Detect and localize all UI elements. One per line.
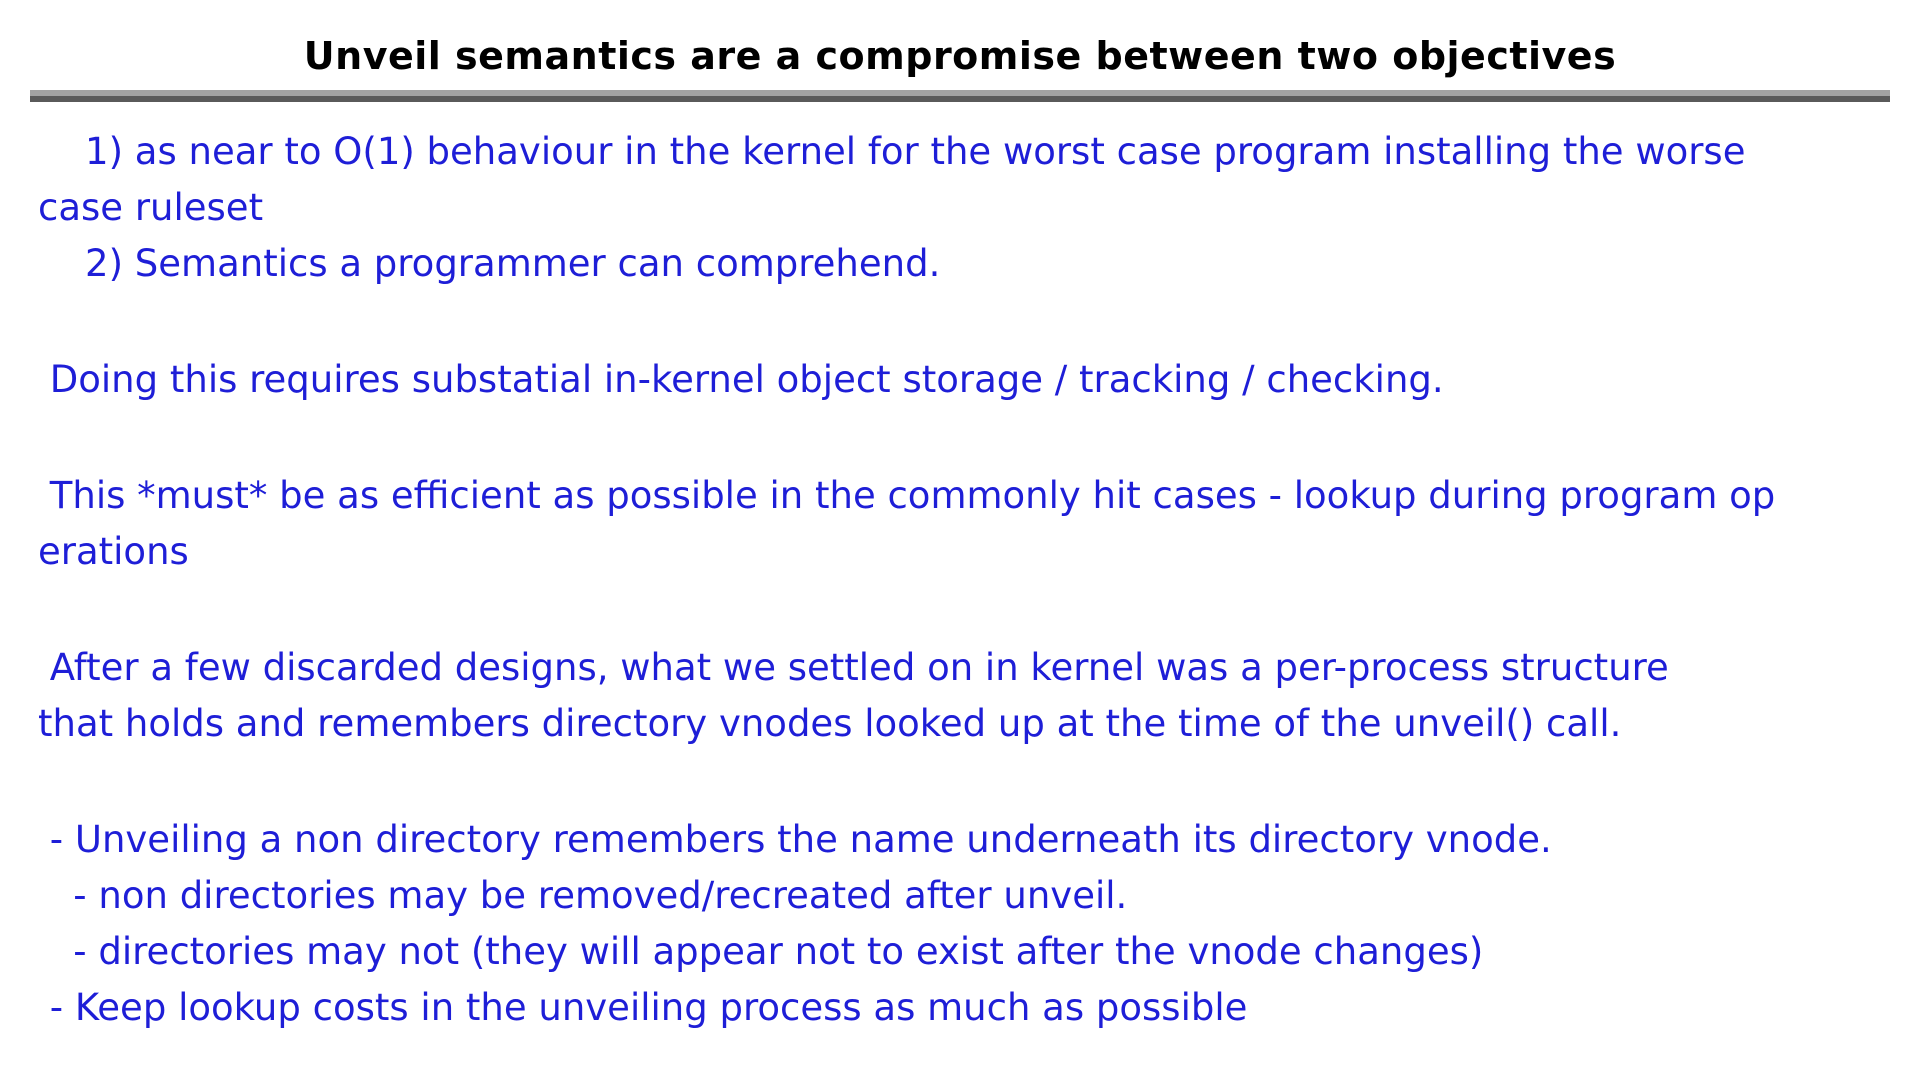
paragraph-objectives: 1) as near to O(1) behaviour in the kern… bbox=[38, 130, 1746, 285]
slide-title: Unveil semantics are a compromise betwee… bbox=[303, 34, 1617, 78]
slide-body: 1) as near to O(1) behaviour in the kern… bbox=[0, 102, 1920, 1036]
paragraph-efficiency: This *must* be as efficient as possible … bbox=[38, 474, 1776, 573]
paragraph-storage-requirements: Doing this requires substatial in-kernel… bbox=[38, 358, 1444, 401]
paragraph-kernel-design: After a few discarded designs, what we s… bbox=[38, 646, 1669, 745]
paragraph-unveil-rules: - Unveiling a non directory remembers th… bbox=[49, 818, 1552, 1029]
title-divider bbox=[30, 90, 1890, 102]
